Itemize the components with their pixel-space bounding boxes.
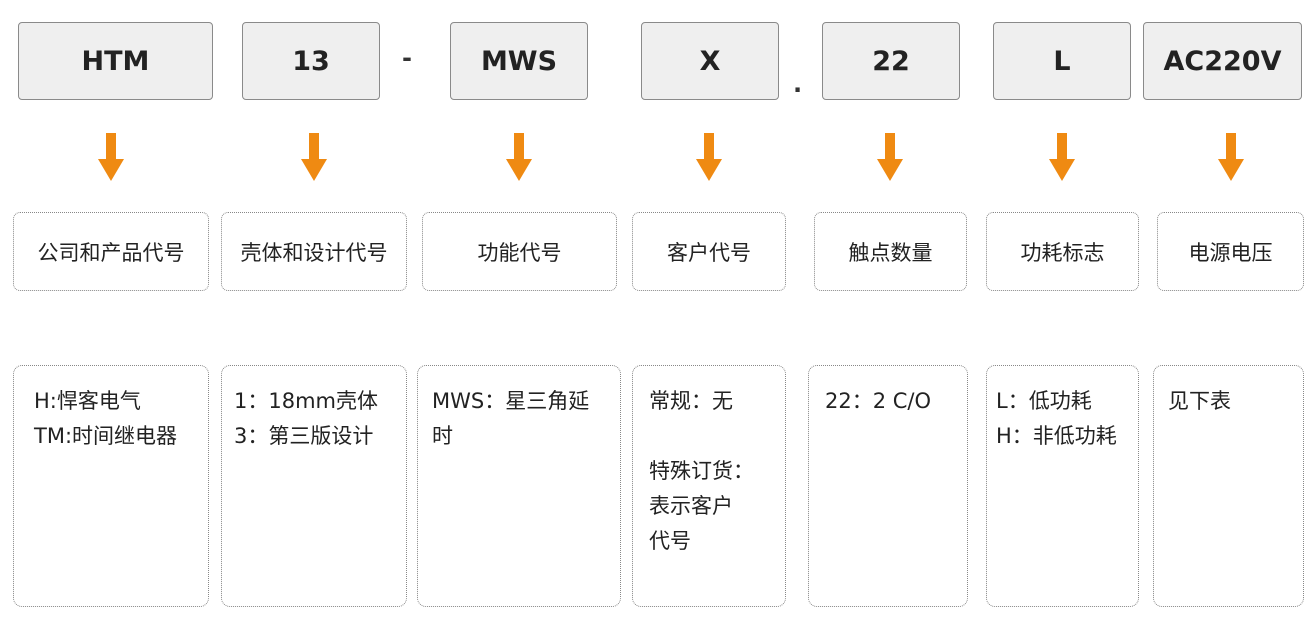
desc-line: 特殊订货： [649, 459, 754, 483]
label-housing-code: 壳体和设计代号 [221, 212, 407, 291]
code-customer: X [641, 22, 779, 100]
code-contacts: 22 [822, 22, 960, 100]
desc-line: 1：18mm壳体 [234, 389, 378, 413]
desc-customer: 常规：无 特殊订货： 表示客户 代号 [632, 365, 786, 607]
down-arrow-icon [877, 133, 903, 181]
desc-contacts: 22：2 C/O [808, 365, 968, 607]
code-function: MWS [450, 22, 588, 100]
code-housing: 13 [242, 22, 380, 100]
down-arrow-icon [506, 133, 532, 181]
desc-line: H:悍客电气 [34, 389, 141, 413]
desc-line: H：非低功耗 [996, 424, 1117, 448]
desc-line: 常规：无 [649, 389, 733, 413]
desc-line: MWS：星三角延 [432, 389, 590, 413]
down-arrow-icon [1049, 133, 1075, 181]
code-company: HTM [18, 22, 213, 100]
desc-voltage: 见下表 [1153, 365, 1304, 607]
label-power-flag: 功耗标志 [986, 212, 1139, 291]
desc-line: TM:时间继电器 [34, 424, 178, 448]
code-voltage: AC220V [1143, 22, 1302, 100]
down-arrow-icon [98, 133, 124, 181]
desc-function: MWS：星三角延 时 [417, 365, 621, 607]
down-arrow-icon [696, 133, 722, 181]
label-contact-count: 触点数量 [814, 212, 967, 291]
desc-power-flag: L：低功耗 H：非低功耗 [986, 365, 1139, 607]
dot-separator: . [793, 70, 803, 98]
desc-company: H:悍客电气 TM:时间继电器 [13, 365, 209, 607]
dash-separator: - [402, 44, 412, 72]
desc-line: 表示客户 [649, 494, 733, 518]
down-arrow-icon [1218, 133, 1244, 181]
label-supply-voltage: 电源电压 [1157, 212, 1304, 291]
code-power-flag: L [993, 22, 1131, 100]
label-customer-code: 客户代号 [632, 212, 786, 291]
desc-line: 见下表 [1168, 389, 1231, 413]
down-arrow-icon [301, 133, 327, 181]
desc-line: 22：2 C/O [825, 389, 932, 413]
desc-line: L：低功耗 [996, 389, 1092, 413]
label-company-code: 公司和产品代号 [13, 212, 209, 291]
desc-line: 时 [432, 424, 453, 448]
desc-housing: 1：18mm壳体 3：第三版设计 [221, 365, 407, 607]
desc-line: 代号 [649, 529, 691, 553]
label-function-code: 功能代号 [422, 212, 617, 291]
desc-line: 3：第三版设计 [234, 424, 374, 448]
